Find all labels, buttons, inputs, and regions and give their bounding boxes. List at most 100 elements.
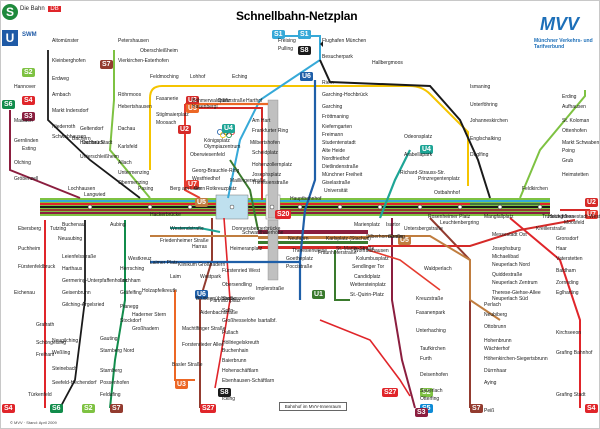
- station-label: Pulling: [278, 46, 293, 52]
- station-label: Gauting: [100, 336, 118, 342]
- station-label: Ostbahnhof: [434, 190, 460, 196]
- line-badge: S27: [382, 388, 398, 397]
- station-label: Grub: [562, 158, 573, 164]
- station-label: Perlach: [484, 302, 501, 308]
- station-label: Hebertshausen: [118, 104, 152, 110]
- station-label: Kleinberghofen: [52, 58, 86, 64]
- station-label: Großhesselohe Isartalbf.: [222, 318, 277, 324]
- line-badge: S27: [200, 404, 216, 413]
- station-label: Kreuzstraße: [416, 296, 443, 302]
- station-label: Aubing: [110, 222, 126, 228]
- station-label: Eglharting: [556, 290, 579, 296]
- station-label: Sauerlach: [420, 388, 443, 394]
- station-label: Isartor: [386, 222, 400, 228]
- station-label: Untersbergstraße: [404, 226, 443, 232]
- station-label: Feldkirchen: [522, 186, 548, 192]
- station-label: Forstenrieder Allee: [182, 342, 224, 348]
- station-label: Ottenhofen: [562, 128, 587, 134]
- station-label: Hannover: [14, 84, 36, 90]
- station-label: Moosach: [156, 120, 176, 126]
- station-label: Unterhaching: [416, 328, 446, 334]
- mvv-text: Münchner Verkehrs- und Tarifverbund: [534, 38, 596, 50]
- station-label: Obersendling: [222, 282, 252, 288]
- station-label: Johanneskirchen: [470, 118, 508, 124]
- station-label: Herrsching: [120, 266, 144, 272]
- station-label: Schöngeising: [36, 340, 66, 346]
- station-label: Flughafen München: [322, 38, 366, 44]
- station-label: Türkenfeld: [28, 392, 52, 398]
- station-label: Ismaning: [470, 84, 490, 90]
- station-label: St.-Quirin-Platz: [350, 292, 384, 298]
- station-label: Eching: [232, 74, 247, 80]
- station-label: Sendlinger Tor: [352, 264, 384, 270]
- station-label: Solln: [222, 308, 233, 314]
- station-label: Kreillerstraße: [536, 226, 566, 232]
- station-label: Wettersteinplatz: [350, 282, 386, 288]
- station-label: Daglfing: [470, 152, 488, 158]
- station-label: Westfriedhof: [192, 176, 220, 182]
- line-badge: S6: [2, 100, 15, 109]
- line-badge: S3: [415, 408, 428, 417]
- station-label: Schwanthalerhöhe: [242, 230, 283, 236]
- station-label: Milbertshofen: [250, 140, 280, 146]
- station-label: Haar: [556, 246, 567, 252]
- station-label: Candidplatz: [354, 274, 380, 280]
- station-label: Buchenhain: [222, 348, 248, 354]
- line-badge: S2: [82, 404, 95, 413]
- line-badge: U2: [585, 198, 598, 207]
- station-label: Hohenzollernplatz: [252, 162, 292, 168]
- station-label: Odeonsplatz: [404, 134, 432, 140]
- station-label: Neuperlach Nord: [492, 262, 530, 268]
- line-badge: U3: [175, 380, 188, 389]
- station-label: Altomünster: [52, 38, 79, 44]
- line-badge: S4: [22, 96, 35, 105]
- legend-note: Bahnhof im MVV-Innenraum: [279, 402, 347, 411]
- station-label: Giselastraße: [322, 180, 350, 186]
- station-label: Olching: [14, 160, 31, 166]
- station-label: Leuchtenbergring: [440, 220, 479, 226]
- station-label: Kolumbusplatz: [356, 256, 389, 262]
- station-label: Icking: [222, 396, 235, 402]
- station-label: Maillingerstraße: [230, 178, 266, 184]
- ubahn-logo: U: [2, 30, 18, 46]
- station-label: Michaelibad: [492, 254, 519, 260]
- station-label: Baldham: [556, 268, 576, 274]
- station-label: Kirchseeon: [556, 330, 581, 336]
- station-label: Laimer Platz: [150, 260, 178, 266]
- station-label: Niederroth: [52, 124, 75, 130]
- station-label: Moosfeld: [564, 220, 584, 226]
- station-label: Markt Indersdorf: [52, 108, 88, 114]
- station-label: Nordfriedhof: [322, 156, 350, 162]
- station-label: Grafrath: [36, 322, 54, 328]
- station-label: Garching-Hochbrück: [322, 92, 368, 98]
- station-label: Siemenswerke: [222, 296, 255, 302]
- station-label: Starnberg Nord: [100, 348, 134, 354]
- db-legend: Die Bahn DB: [20, 6, 61, 12]
- station-label: Ebersberg: [18, 226, 41, 232]
- station-label: Karlsplatz (Stachus): [326, 236, 371, 242]
- station-label: Dülferstraße: [218, 98, 246, 104]
- station-label: Maisach: [14, 118, 33, 124]
- line-badge: S1: [298, 30, 311, 39]
- station-label: Freimann: [322, 132, 343, 138]
- station-label: Leienfelsstraße: [62, 254, 96, 260]
- station-label: Tutzing: [50, 226, 66, 232]
- station-label: Heimstetten: [562, 172, 589, 178]
- station-label: Grafing Stadt: [556, 392, 585, 398]
- station-label: Hallbergmoos: [372, 60, 403, 66]
- station-label: Gernlinden: [14, 138, 38, 144]
- station-label: Baierbrunn: [222, 358, 246, 364]
- station-label: Laim: [170, 274, 181, 280]
- swm-logo: SWM: [22, 32, 37, 38]
- line-badge: S20: [275, 210, 291, 219]
- line-badge: S6: [50, 404, 63, 413]
- station-label: Harthof: [246, 98, 262, 104]
- line-badge: S7: [100, 60, 113, 69]
- station-label: Erding: [562, 94, 576, 100]
- station-label: Ebenhausen-Schäftlarn: [222, 378, 274, 384]
- station-label: Gronsdorf: [556, 236, 578, 242]
- station-label: Neuperlach Zentrum: [492, 280, 538, 286]
- station-label: Kieferngarten: [322, 124, 352, 130]
- station-label: Garching: [322, 104, 342, 110]
- line-badge: S4: [2, 404, 15, 413]
